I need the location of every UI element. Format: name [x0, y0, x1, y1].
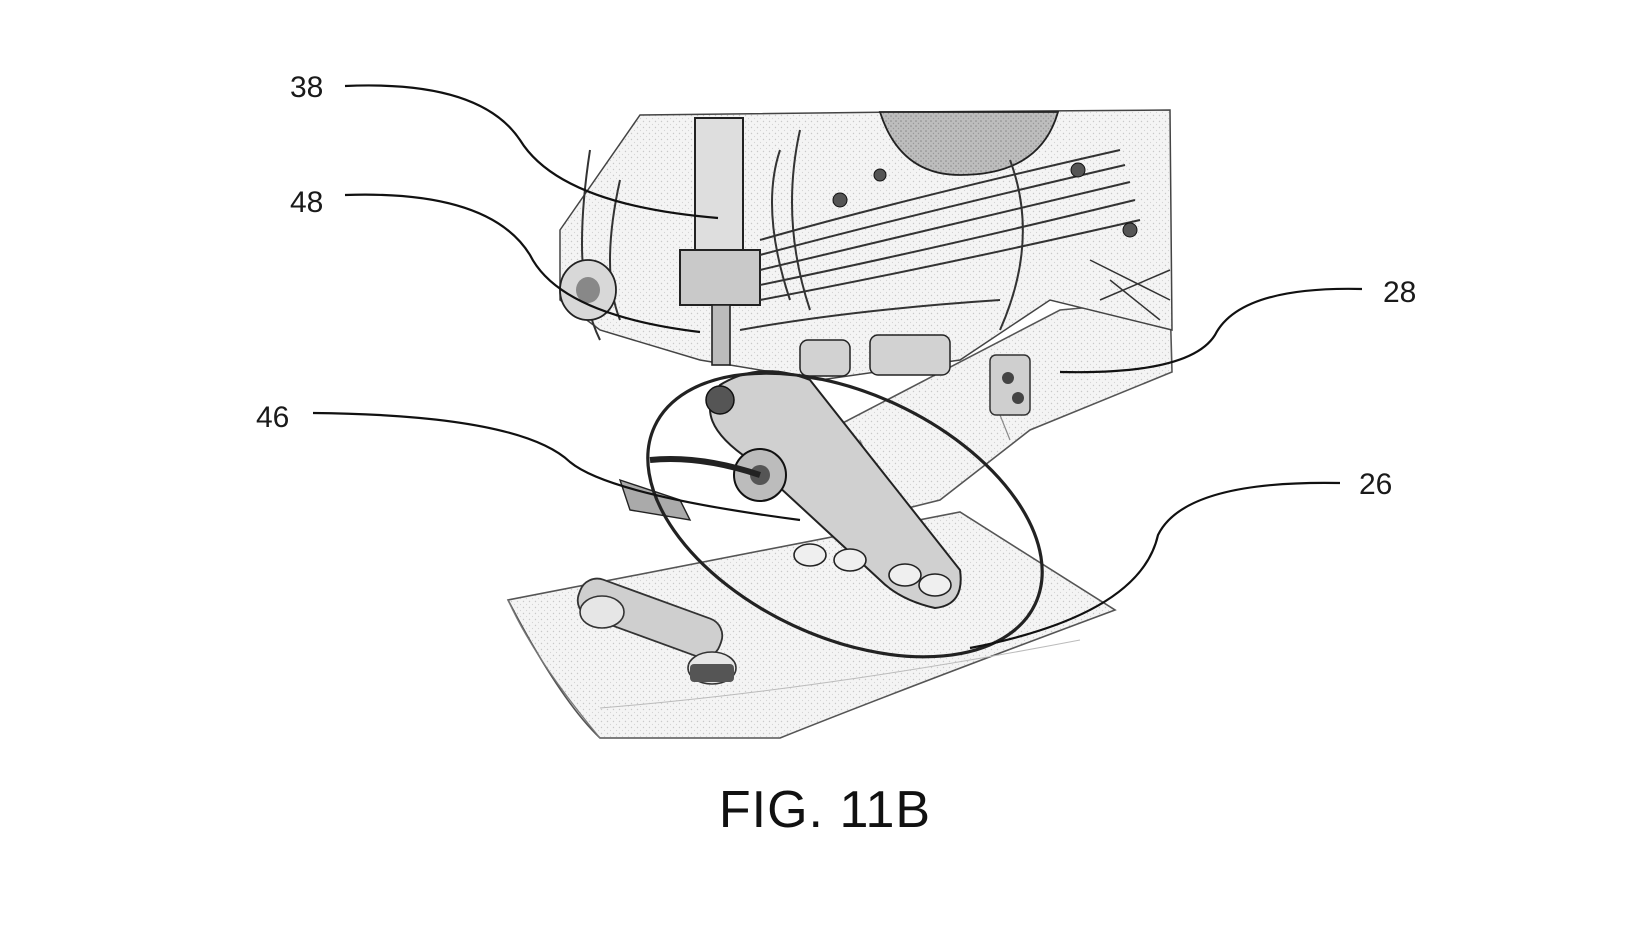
ref-label-38: 38	[290, 71, 323, 104]
highlight-ellipse	[646, 371, 1044, 659]
linkage-arm-46	[618, 370, 962, 610]
blade-bracket	[576, 577, 737, 685]
blade-part-26	[506, 511, 1117, 739]
leader-line-28	[1059, 287, 1363, 374]
actuator-machinery	[559, 109, 1173, 381]
leader-line-26	[969, 481, 1341, 650]
ref-label-48: 48	[290, 186, 323, 219]
figure-caption: FIG. 11B	[718, 781, 932, 839]
leader-line-46	[312, 411, 801, 522]
leader-line-48	[344, 193, 701, 334]
ref-label-26: 26	[1359, 468, 1392, 501]
leader-line-38	[344, 84, 719, 220]
ref-label-28: 28	[1383, 276, 1416, 309]
ref-label-46: 46	[256, 401, 289, 434]
spar-part-28	[799, 299, 1173, 521]
